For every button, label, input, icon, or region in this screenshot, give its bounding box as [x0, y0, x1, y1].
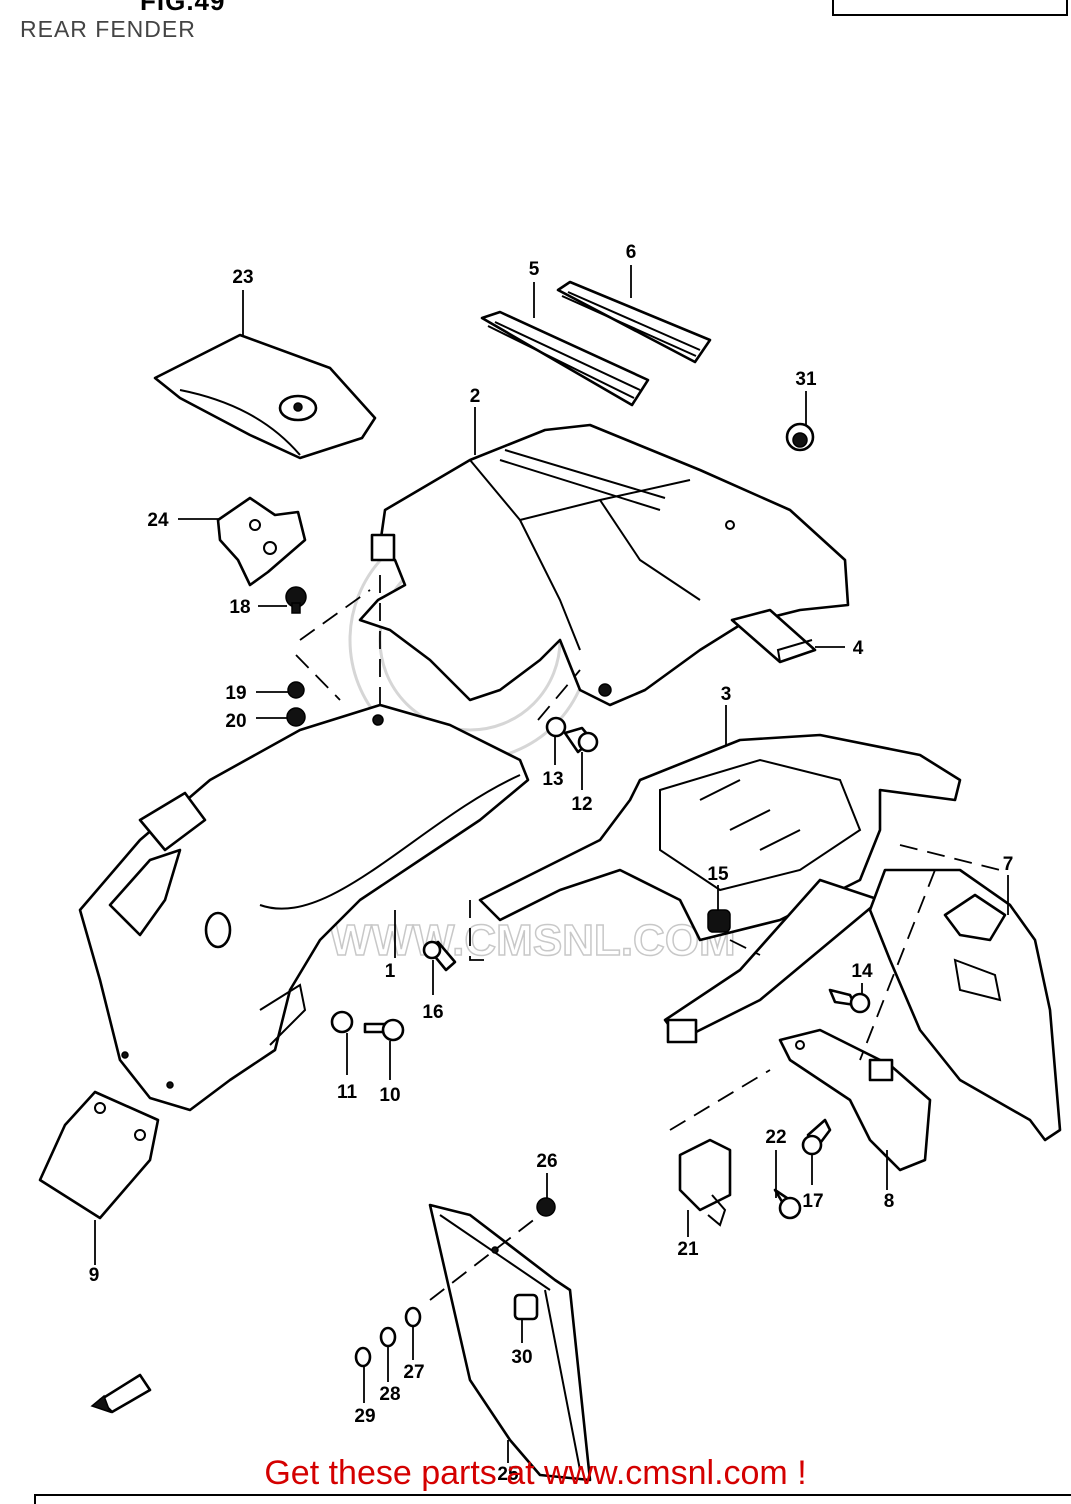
watermark: WWW.CMSNL.COM — [329, 518, 736, 966]
part-6-strip[interactable] — [556, 280, 712, 364]
callout-7[interactable]: 7 — [1003, 854, 1014, 875]
callout-2[interactable]: 2 — [470, 386, 481, 407]
part-26-screw[interactable] — [536, 1197, 556, 1217]
callout-24[interactable]: 24 — [147, 510, 169, 531]
part-13-washer[interactable] — [545, 716, 567, 738]
callout-16[interactable]: 16 — [422, 1002, 443, 1023]
part-3-carrier-frame[interactable] — [478, 733, 962, 1044]
part-2-rear-fender-upper[interactable] — [358, 423, 850, 707]
callout-labels: 1 2 3 4 5 6 7 8 9 10 11 12 13 14 15 16 1… — [89, 242, 1014, 1485]
part-28-nut[interactable] — [379, 1326, 397, 1348]
part-8-lock-bracket[interactable] — [778, 1028, 932, 1172]
part-15-grommet[interactable] — [707, 909, 731, 933]
callout-21[interactable]: 21 — [677, 1239, 699, 1260]
callout-18[interactable]: 18 — [229, 597, 250, 618]
part-18-bolt[interactable] — [285, 586, 307, 614]
callout-3[interactable]: 3 — [721, 684, 732, 705]
part-25-lower-panel[interactable] — [428, 1203, 592, 1482]
callout-29[interactable]: 29 — [354, 1406, 375, 1427]
callout-30[interactable]: 30 — [511, 1347, 532, 1368]
callout-25[interactable]: 25 — [497, 1464, 519, 1485]
part-30-clip[interactable] — [513, 1293, 539, 1321]
part-11-washer[interactable] — [330, 1010, 354, 1034]
callout-17[interactable]: 17 — [802, 1191, 823, 1212]
figure-title: FIG.49 — [140, 0, 226, 16]
part-9-mudflap[interactable] — [38, 1090, 160, 1220]
callout-4[interactable]: 4 — [853, 638, 864, 659]
callout-12[interactable]: 12 — [571, 794, 592, 815]
callout-20[interactable]: 20 — [225, 711, 246, 732]
callout-13[interactable]: 13 — [542, 769, 563, 790]
assembly-lines — [295, 575, 1001, 1301]
callout-15[interactable]: 15 — [707, 864, 729, 885]
callout-28[interactable]: 28 — [379, 1384, 400, 1405]
callout-22[interactable]: 22 — [765, 1127, 786, 1148]
part-4-bar[interactable] — [730, 608, 817, 664]
part-14-bolt[interactable] — [828, 988, 871, 1014]
callout-6[interactable]: 6 — [626, 242, 637, 263]
callout-31[interactable]: 31 — [795, 369, 817, 390]
callout-14[interactable]: 14 — [851, 961, 873, 982]
part-21-lock[interactable] — [678, 1138, 732, 1227]
header-frame — [832, 0, 1068, 16]
part-10-bolt[interactable] — [363, 1018, 405, 1042]
footer-frame — [34, 1494, 1071, 1504]
callout-23[interactable]: 23 — [232, 267, 253, 288]
callout-8[interactable]: 8 — [884, 1191, 895, 1212]
part-24-bracket[interactable] — [216, 496, 307, 587]
callout-9[interactable]: 9 — [89, 1265, 100, 1286]
callout-26[interactable]: 26 — [536, 1151, 557, 1172]
part-31-nut[interactable] — [785, 422, 815, 452]
watermark-text: WWW.CMSNL.COM — [330, 916, 736, 965]
part-27-nut[interactable] — [404, 1306, 422, 1328]
callout-1[interactable]: 1 — [385, 961, 396, 982]
part-12-bolt[interactable] — [563, 726, 599, 754]
callout-19[interactable]: 19 — [225, 683, 246, 704]
part-29-nut[interactable] — [354, 1346, 372, 1368]
part-7-rear-panel[interactable] — [868, 868, 1062, 1142]
callout-10[interactable]: 10 — [379, 1085, 400, 1106]
callout-5[interactable]: 5 — [529, 259, 540, 280]
part-20-nut[interactable] — [286, 707, 306, 727]
leader-lines — [94, 265, 1009, 1463]
part-17-bolt[interactable] — [801, 1118, 832, 1156]
part-23-cover[interactable] — [153, 333, 377, 460]
part-16-bolt[interactable] — [422, 940, 457, 972]
part-5-strip[interactable] — [480, 310, 650, 407]
front-direction-arrow — [90, 1373, 152, 1414]
part-19-washer[interactable] — [287, 681, 305, 699]
callout-27[interactable]: 27 — [403, 1362, 424, 1383]
part-22-bolt[interactable] — [773, 1188, 802, 1220]
callout-11[interactable]: 11 — [337, 1082, 358, 1103]
part-1-rear-fender[interactable] — [78, 703, 530, 1112]
diagram-subtitle: REAR FENDER — [20, 16, 196, 42]
buy-parts-link[interactable]: Get these parts at www.cmsnl.com ! — [264, 1454, 807, 1492]
